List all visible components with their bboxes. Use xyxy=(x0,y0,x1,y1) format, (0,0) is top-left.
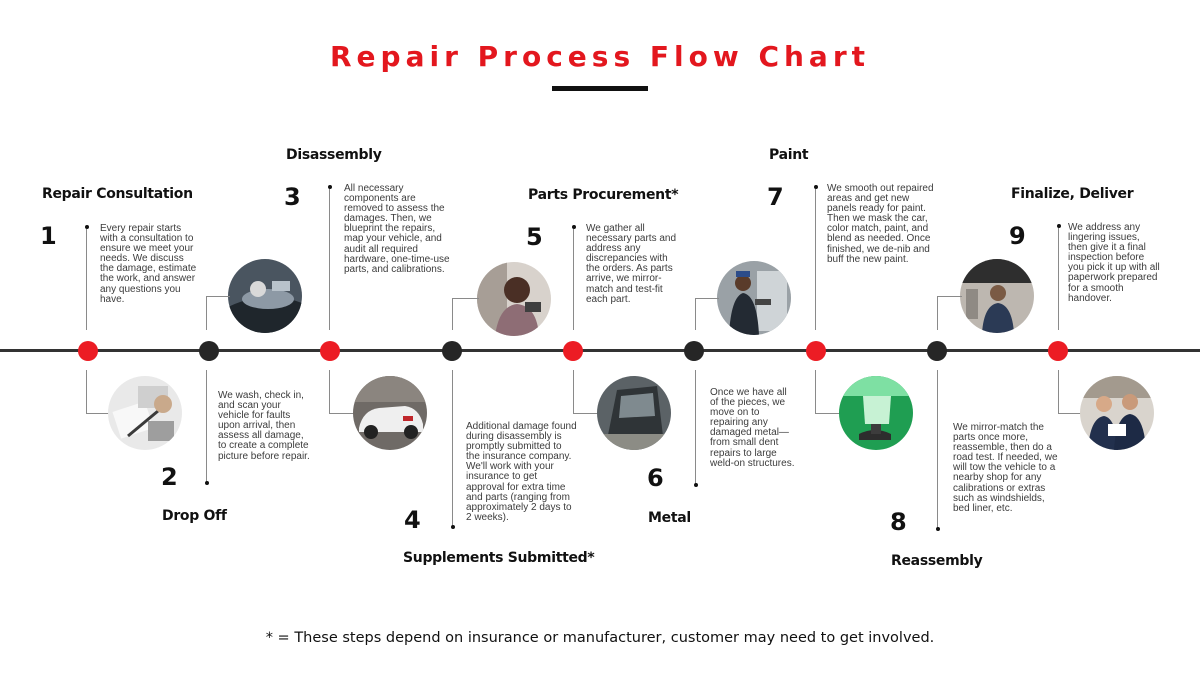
step-title: Parts Procurement* xyxy=(528,187,679,203)
step-title: Supplements Submitted* xyxy=(403,550,595,566)
connector-line xyxy=(452,298,453,330)
photo-consultation xyxy=(108,376,182,450)
connector-line xyxy=(573,229,574,330)
connector-line xyxy=(573,413,599,414)
photo-car-wash xyxy=(228,259,302,333)
connector-line xyxy=(452,370,453,526)
connector-dot xyxy=(814,185,818,189)
step-number: 4 xyxy=(404,506,421,534)
step-description: We smooth out repaired areas and get new… xyxy=(827,183,934,265)
connector-dot xyxy=(694,483,698,487)
connector-line xyxy=(937,296,938,330)
connector-line xyxy=(815,189,816,330)
connector-dot xyxy=(451,525,455,529)
connector-line xyxy=(86,229,87,330)
connector-line xyxy=(695,370,696,484)
step-number: 5 xyxy=(526,223,543,251)
connector-line xyxy=(695,298,696,330)
timeline-node-3 xyxy=(320,341,340,361)
timeline-node-6 xyxy=(684,341,704,361)
connector-line xyxy=(695,298,719,299)
connector-dot xyxy=(205,481,209,485)
step-number: 6 xyxy=(647,464,664,492)
step-description: We wash, check in, and scan your vehicle… xyxy=(218,390,310,462)
connector-line xyxy=(206,296,230,297)
connector-line xyxy=(937,296,962,297)
step-description: We mirror-match the parts once more, rea… xyxy=(953,422,1058,514)
step-title: Drop Off xyxy=(162,508,227,524)
connector-line xyxy=(329,413,355,414)
page-title: Repair Process Flow Chart xyxy=(329,40,871,73)
title-underline xyxy=(552,86,648,91)
timeline-node-2 xyxy=(199,341,219,361)
timeline-node-7 xyxy=(806,341,826,361)
step-number: 3 xyxy=(284,183,301,211)
photo-reassembly xyxy=(960,259,1034,333)
step-title: Metal xyxy=(648,510,691,526)
connector-line xyxy=(329,189,330,330)
step-description: Once we have all of the pieces, we move … xyxy=(710,387,795,469)
step-number: 1 xyxy=(40,222,57,250)
connector-line xyxy=(452,298,479,299)
timeline-node-5 xyxy=(563,341,583,361)
timeline-node-9 xyxy=(1048,341,1068,361)
step-title: Paint xyxy=(769,147,809,163)
footnote: * = These steps depend on insurance or m… xyxy=(265,630,935,646)
step-number: 9 xyxy=(1009,222,1026,250)
step-description: Additional damage found during disassemb… xyxy=(466,421,577,523)
step-number: 2 xyxy=(161,463,178,491)
connector-line xyxy=(206,296,207,330)
step-title: Repair Consultation xyxy=(42,186,193,202)
timeline-axis xyxy=(0,349,1200,352)
timeline-node-1 xyxy=(78,341,98,361)
step-title: Disassembly xyxy=(286,147,382,163)
step-number: 7 xyxy=(767,183,784,211)
step-description: Every repair starts with a consultation … xyxy=(100,223,197,305)
timeline-node-4 xyxy=(442,341,462,361)
connector-line xyxy=(1058,370,1059,413)
photo-damaged-car xyxy=(353,376,427,450)
step-description: All necessary components are removed to … xyxy=(344,183,450,275)
connector-line xyxy=(937,370,938,528)
connector-dot xyxy=(1057,224,1061,228)
photo-paint-booth xyxy=(839,376,913,450)
photo-metal-work xyxy=(717,261,791,335)
timeline-node-8 xyxy=(927,341,947,361)
step-description: We address any lingering issues, then gi… xyxy=(1068,222,1160,304)
connector-line xyxy=(86,370,87,413)
step-description: We gather all necessary parts and addres… xyxy=(586,223,677,305)
connector-line xyxy=(573,370,574,413)
photo-door-part xyxy=(597,376,671,450)
connector-line xyxy=(329,370,330,413)
connector-line xyxy=(1058,228,1059,330)
step-title: Reassembly xyxy=(891,553,983,569)
step-title: Finalize, Deliver xyxy=(1011,186,1134,202)
connector-dot xyxy=(572,225,576,229)
connector-line xyxy=(815,413,841,414)
connector-dot xyxy=(936,527,940,531)
connector-line xyxy=(206,370,207,482)
connector-line xyxy=(86,413,110,414)
connector-dot xyxy=(85,225,89,229)
connector-dot xyxy=(328,185,332,189)
photo-handover xyxy=(1080,376,1154,450)
connector-line xyxy=(1058,413,1082,414)
connector-line xyxy=(815,370,816,413)
photo-technician xyxy=(477,262,551,336)
step-number: 8 xyxy=(890,508,907,536)
